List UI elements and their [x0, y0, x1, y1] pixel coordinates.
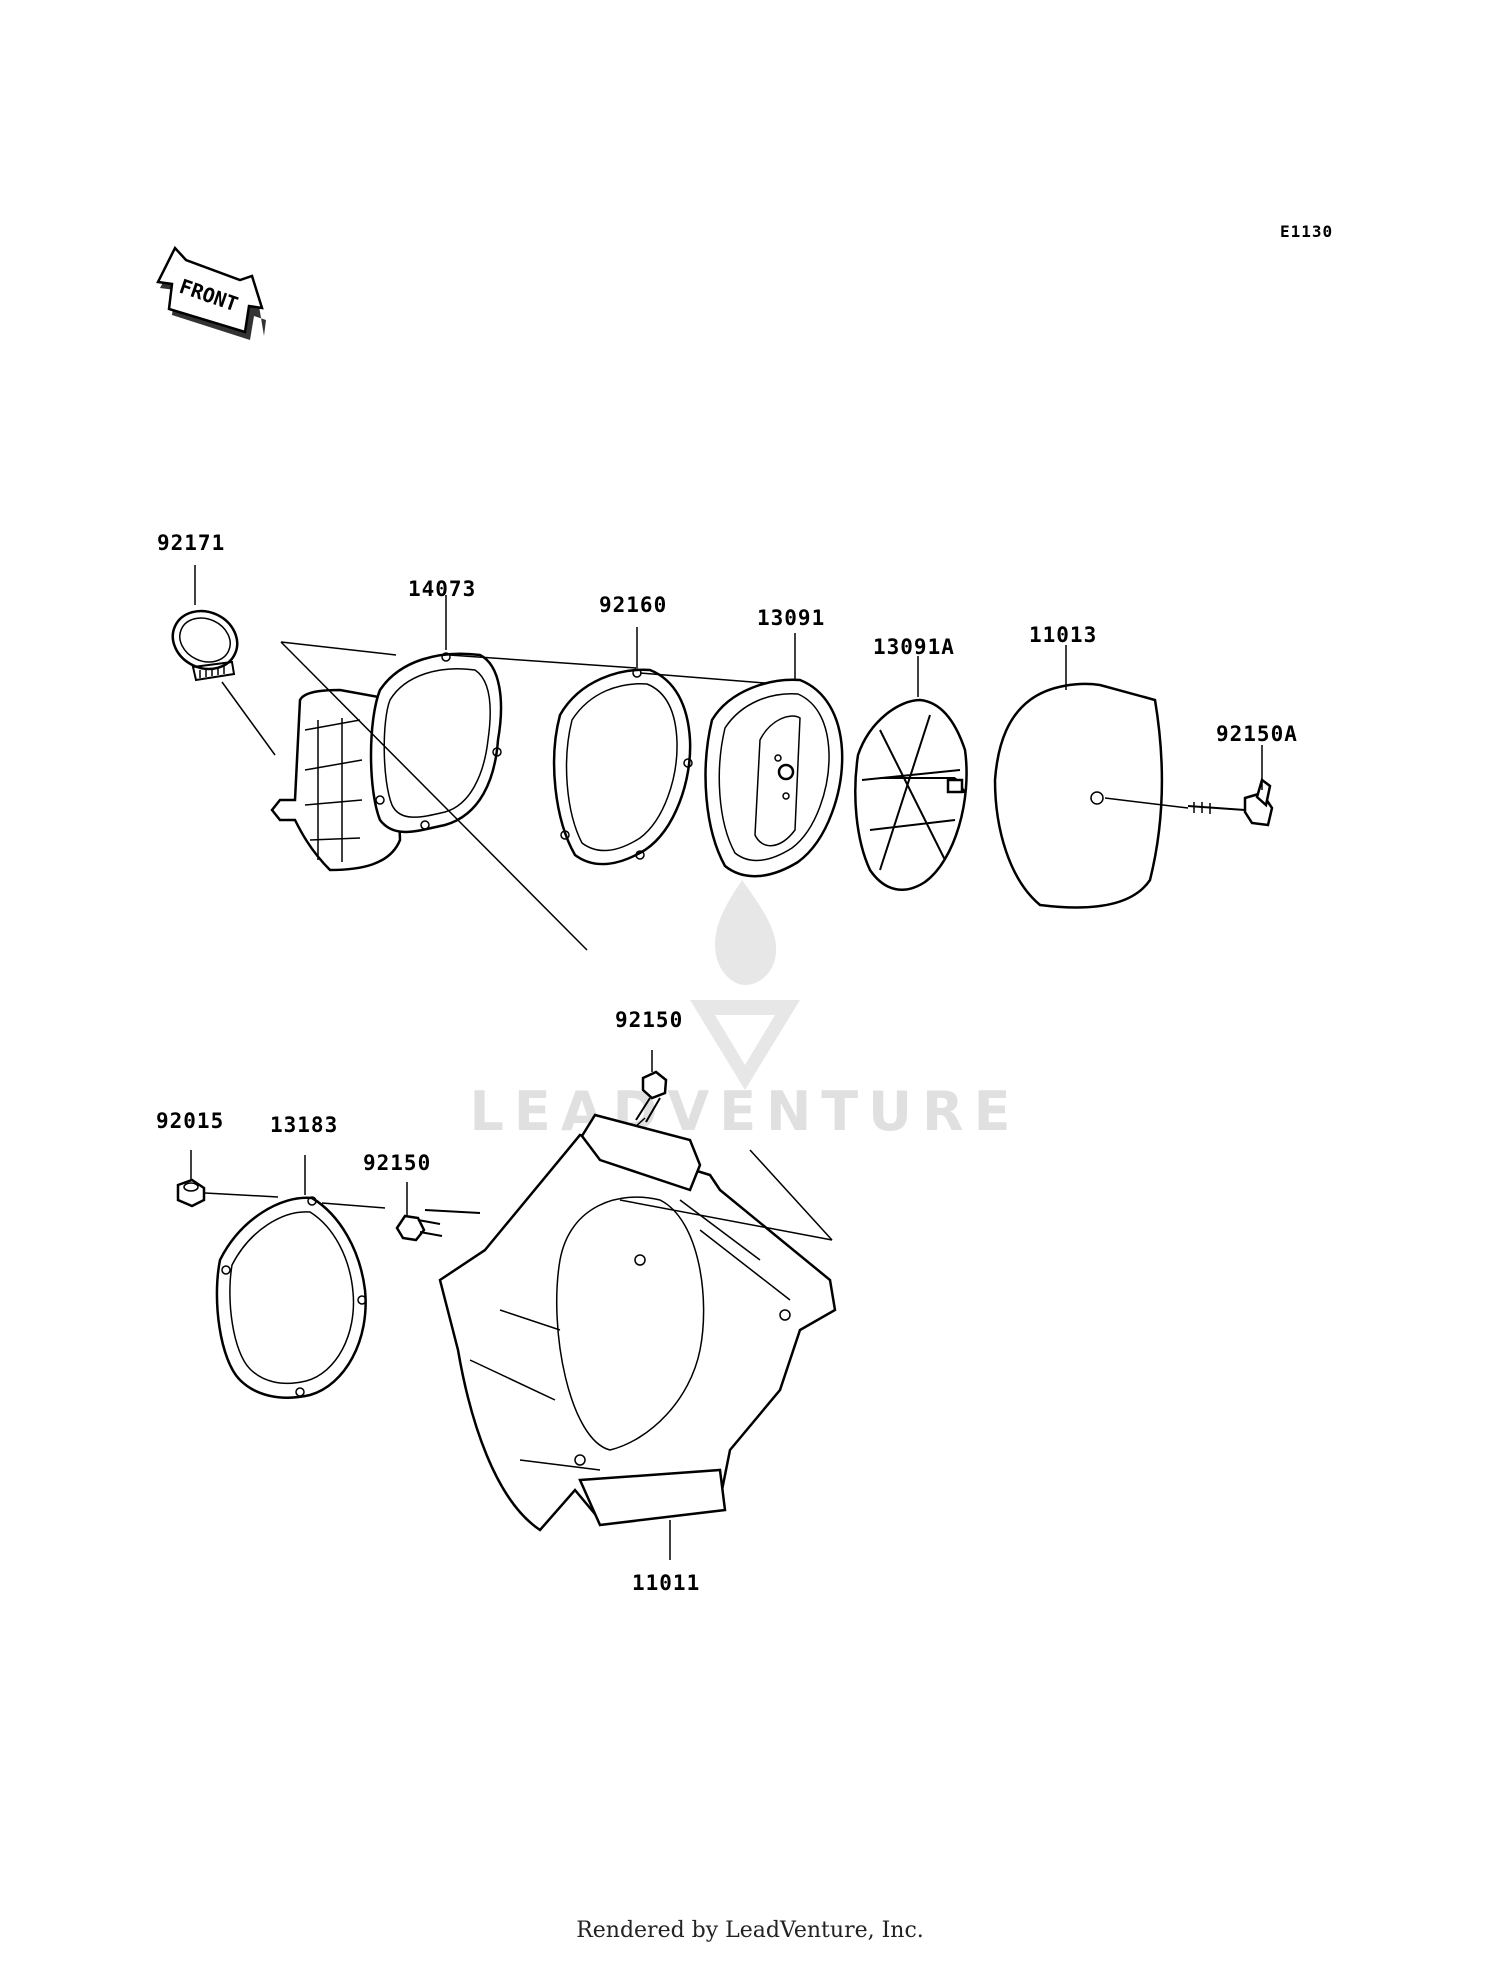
watermark-brand: LEADVENTURE	[470, 1080, 1021, 1143]
gasket-13183	[215, 1196, 367, 1399]
watermark-v-icon	[690, 1000, 800, 1090]
wing-bolt-92150A	[1187, 777, 1274, 827]
nut-92015	[176, 1178, 206, 1208]
element-holder-13091	[704, 678, 844, 878]
air-cleaner-case-11011	[438, 1113, 837, 1532]
part-label-11013: 11013	[1029, 623, 1097, 647]
bolt-92150-lower	[395, 1209, 481, 1242]
part-label-14073: 14073	[408, 577, 476, 601]
part-label-11011: 11011	[632, 1571, 700, 1595]
part-label-92150A: 92150A	[1216, 722, 1298, 746]
air-filter-element-11013	[993, 682, 1164, 909]
gasket-92160	[552, 668, 693, 866]
part-labels: 92171 14073 92160 13091 13091A 11013 921…	[156, 531, 1298, 1595]
watermark-flame-icon	[715, 880, 777, 985]
part-label-13091: 13091	[757, 606, 825, 630]
part-label-13091A: 13091A	[873, 635, 955, 659]
part-label-92160: 92160	[599, 593, 667, 617]
part-label-92150-lower: 92150	[363, 1151, 431, 1175]
diagram-code: E1130	[1280, 222, 1333, 241]
part-label-92015: 92015	[156, 1109, 224, 1133]
air-cleaner-body-14073	[270, 652, 503, 872]
front-arrow-icon: FRONT	[156, 245, 266, 340]
part-label-13183: 13183	[270, 1113, 338, 1137]
element-frame-13091A	[854, 698, 968, 891]
part-label-92171: 92171	[157, 531, 225, 555]
part-label-92150-upper: 92150	[615, 1008, 683, 1032]
footer-credit: Rendered by LeadVenture, Inc.	[576, 1918, 924, 1943]
clamp-92171	[171, 609, 239, 682]
leadventure-watermark: LEADVENTURE	[470, 880, 1021, 1143]
bolt-92150-upper	[635, 1070, 668, 1123]
